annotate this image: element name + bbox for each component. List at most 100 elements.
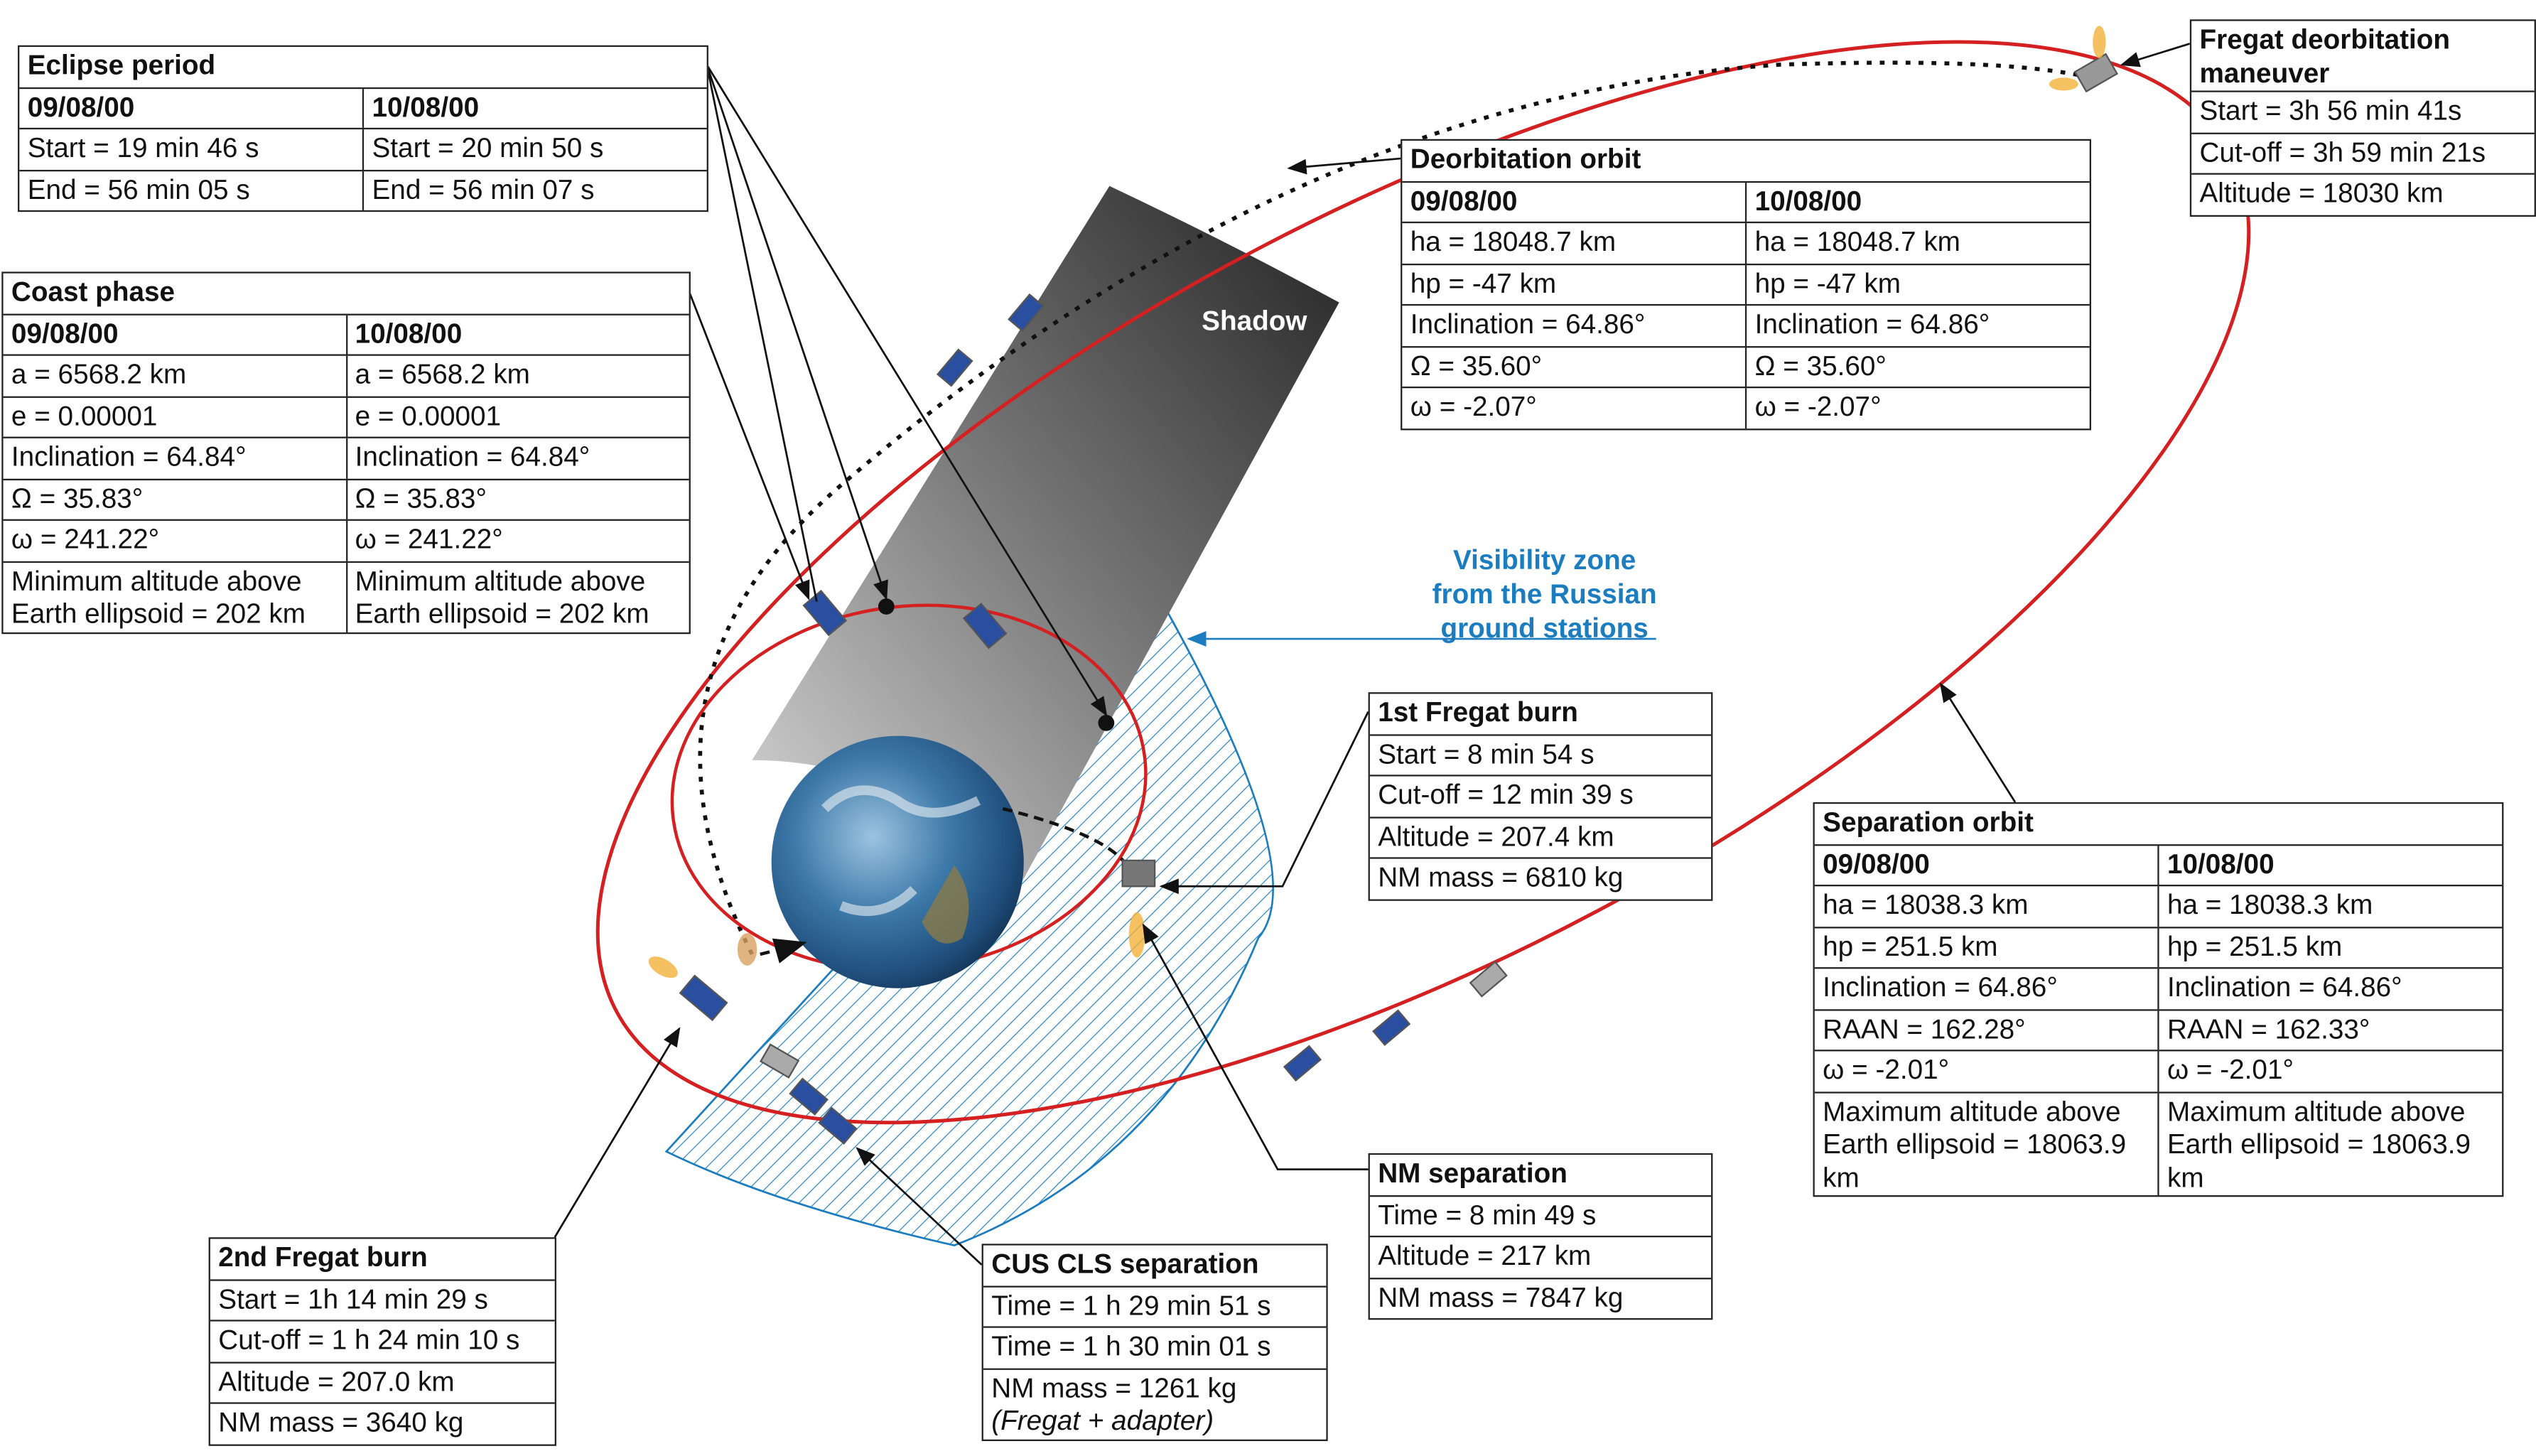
eclipse-exit-point — [1098, 715, 1115, 731]
table-row: Start = 1h 14 min 29 s — [210, 1278, 555, 1320]
table-cell: Altitude = 18030 km — [2199, 178, 2444, 209]
table-row: Maximum altitude above Earth ellipsoid =… — [1814, 1091, 2503, 1196]
table-cell: e = 0.00001 — [11, 400, 158, 431]
table-title: 1st Fregat burn — [1378, 696, 1578, 728]
spacecraft-icons — [679, 53, 2119, 1145]
table-row: Start = 8 min 54 s — [1369, 733, 1712, 775]
table-cell: Altitude = 207.4 km — [1378, 821, 1614, 852]
column-header: 10/08/00 — [362, 88, 707, 128]
table-cell: Start = 20 min 50 s — [362, 129, 707, 169]
table-header-row: 09/08/00 10/08/00 — [3, 313, 689, 355]
column-header: 09/08/00 — [1410, 185, 1518, 216]
table-cell: hp = 251.5 km — [2157, 927, 2502, 968]
table-title: Separation orbit — [1823, 807, 2034, 838]
table-row: hp = -47 km hp = -47 km — [1402, 262, 2090, 304]
table-cell: ha = 18038.3 km — [1823, 889, 2029, 921]
table-header-row: 09/08/00 10/08/00 — [1402, 180, 2090, 222]
engine-plumes — [648, 26, 2106, 978]
table-title-row: 1st Fregat burn — [1370, 694, 1711, 733]
table-cell: hp = -47 km — [1744, 264, 2090, 304]
column-header: 09/08/00 — [1823, 848, 1930, 880]
cell-line: (Fregat + adapter) — [991, 1405, 1214, 1437]
leader-lines — [554, 43, 2191, 1266]
table-cell: hp = 251.5 km — [1823, 930, 1998, 962]
table-cell: Cut-off = 1 h 24 min 10 s — [218, 1325, 520, 1356]
table-cell: Inclination = 64.86° — [1823, 971, 2058, 1003]
table-row: Inclination = 64.86° Inclination = 64.86° — [1814, 967, 2503, 1009]
table-cell: End = 56 min 05 s — [27, 173, 250, 205]
table-row: NM mass = 1261 kg(Fregat + adapter) — [983, 1367, 1327, 1438]
table-cell: Start = 8 min 54 s — [1378, 738, 1595, 770]
table-cell: Altitude = 207.0 km — [218, 1366, 455, 1397]
table-row: Start = 3h 56 min 41s — [2191, 90, 2535, 131]
table-title: CUS CLS separation — [991, 1249, 1259, 1280]
column-header: 09/08/00 — [11, 318, 119, 349]
table-row: ω = -2.07°ω = -2.07° — [1402, 386, 2090, 428]
table-row: Altitude = 18030 km — [2191, 173, 2535, 215]
table-title: 2nd Fregat burn — [218, 1242, 428, 1273]
shadow-label: Shadow — [1202, 306, 1307, 337]
visibility-label-line: Visibility zone — [1453, 545, 1636, 576]
table-cell: Start = 19 min 46 s — [27, 132, 259, 163]
table-cell: RAAN = 162.33° — [2157, 1010, 2502, 1050]
table-cell: Cut-off = 12 min 39 s — [1378, 780, 1634, 811]
table-cell: ω = -2.01° — [1823, 1055, 1950, 1086]
table-title: Deorbitation orbit — [1410, 144, 1641, 175]
table-title: Eclipse period — [27, 50, 216, 81]
column-header: 10/08/00 — [345, 314, 689, 355]
shadow-region — [752, 185, 1339, 882]
table-cell: ω = -2.01° — [2157, 1051, 2502, 1091]
table-title-row: Coast phase — [4, 274, 689, 313]
column-header: 10/08/00 — [1744, 182, 2090, 222]
table-cell: NM mass = 7847 kg — [1378, 1281, 1624, 1313]
table-row: ω = 241.22°ω = 241.22° — [3, 519, 689, 561]
transfer-arc — [1002, 807, 1134, 882]
table-row: NM mass = 3640 kg — [210, 1402, 555, 1443]
table-cell: Time = 1 h 29 min 51 s — [991, 1290, 1271, 1321]
table-cell: Time = 8 min 49 s — [1378, 1199, 1597, 1230]
table-row: Cut-off = 3h 59 min 21s — [2191, 131, 2535, 173]
table-row: ω = -2.01° ω = -2.01° — [1814, 1050, 2503, 1091]
table-cell: Minimum altitude above Earth ellipsoid =… — [11, 565, 306, 630]
table-cell: Altitude = 217 km — [1378, 1240, 1592, 1272]
table-cell: Maximum altitude above Earth ellipsoid =… — [2157, 1092, 2502, 1196]
table-cell: Inclination = 64.86° — [2157, 969, 2502, 1009]
deorbitation-orbit — [698, 60, 2103, 956]
earth — [771, 735, 1024, 988]
table-cell: a = 6568.2 km — [345, 355, 689, 396]
table-row: Cut-off = 1 h 24 min 10 s — [210, 1320, 555, 1361]
table-row: Time = 1 h 29 min 51 s — [983, 1285, 1327, 1326]
table-cell: Ω = 35.60° — [1410, 350, 1543, 382]
table-title-row: NM separation — [1370, 1155, 1711, 1195]
table-title: Coast phase — [11, 276, 176, 308]
table-cell: Time = 1 h 30 min 01 s — [991, 1331, 1271, 1362]
table-cell: NM mass = 1261 kg(Fregat + adapter) — [983, 1369, 1327, 1439]
table-cell: Ω = 35.60° — [1744, 347, 2090, 387]
table-cell: Start = 3h 56 min 41s — [2199, 95, 2462, 126]
table-cell: ha = 18048.7 km — [1410, 226, 1617, 257]
table-title: Fregat deorbitation maneuver — [2199, 24, 2451, 89]
table-cell: ha = 18048.7 km — [1744, 223, 2090, 263]
cell-line: NM mass = 1261 kg — [991, 1372, 1237, 1403]
table-row: Time = 1 h 30 min 01 s — [983, 1326, 1327, 1367]
table-row: Start = 19 min 46 s Start = 20 min 50 s — [19, 127, 707, 169]
table-row: Altitude = 217 km — [1369, 1235, 1712, 1277]
table-cell: e = 0.00001 — [345, 397, 689, 437]
table-cell: ω = 241.22° — [345, 520, 689, 561]
table-row: NM mass = 6810 kg — [1369, 857, 1712, 898]
table-cell: hp = -47 km — [1410, 267, 1557, 298]
table-row: ha = 18048.7 km ha = 18048.7 km — [1402, 221, 2090, 263]
table-row: Inclination = 64.86°Inclination = 64.86° — [1402, 303, 2090, 345]
eclipse-entry-point — [878, 598, 895, 615]
table-cell: a = 6568.2 km — [11, 359, 187, 390]
